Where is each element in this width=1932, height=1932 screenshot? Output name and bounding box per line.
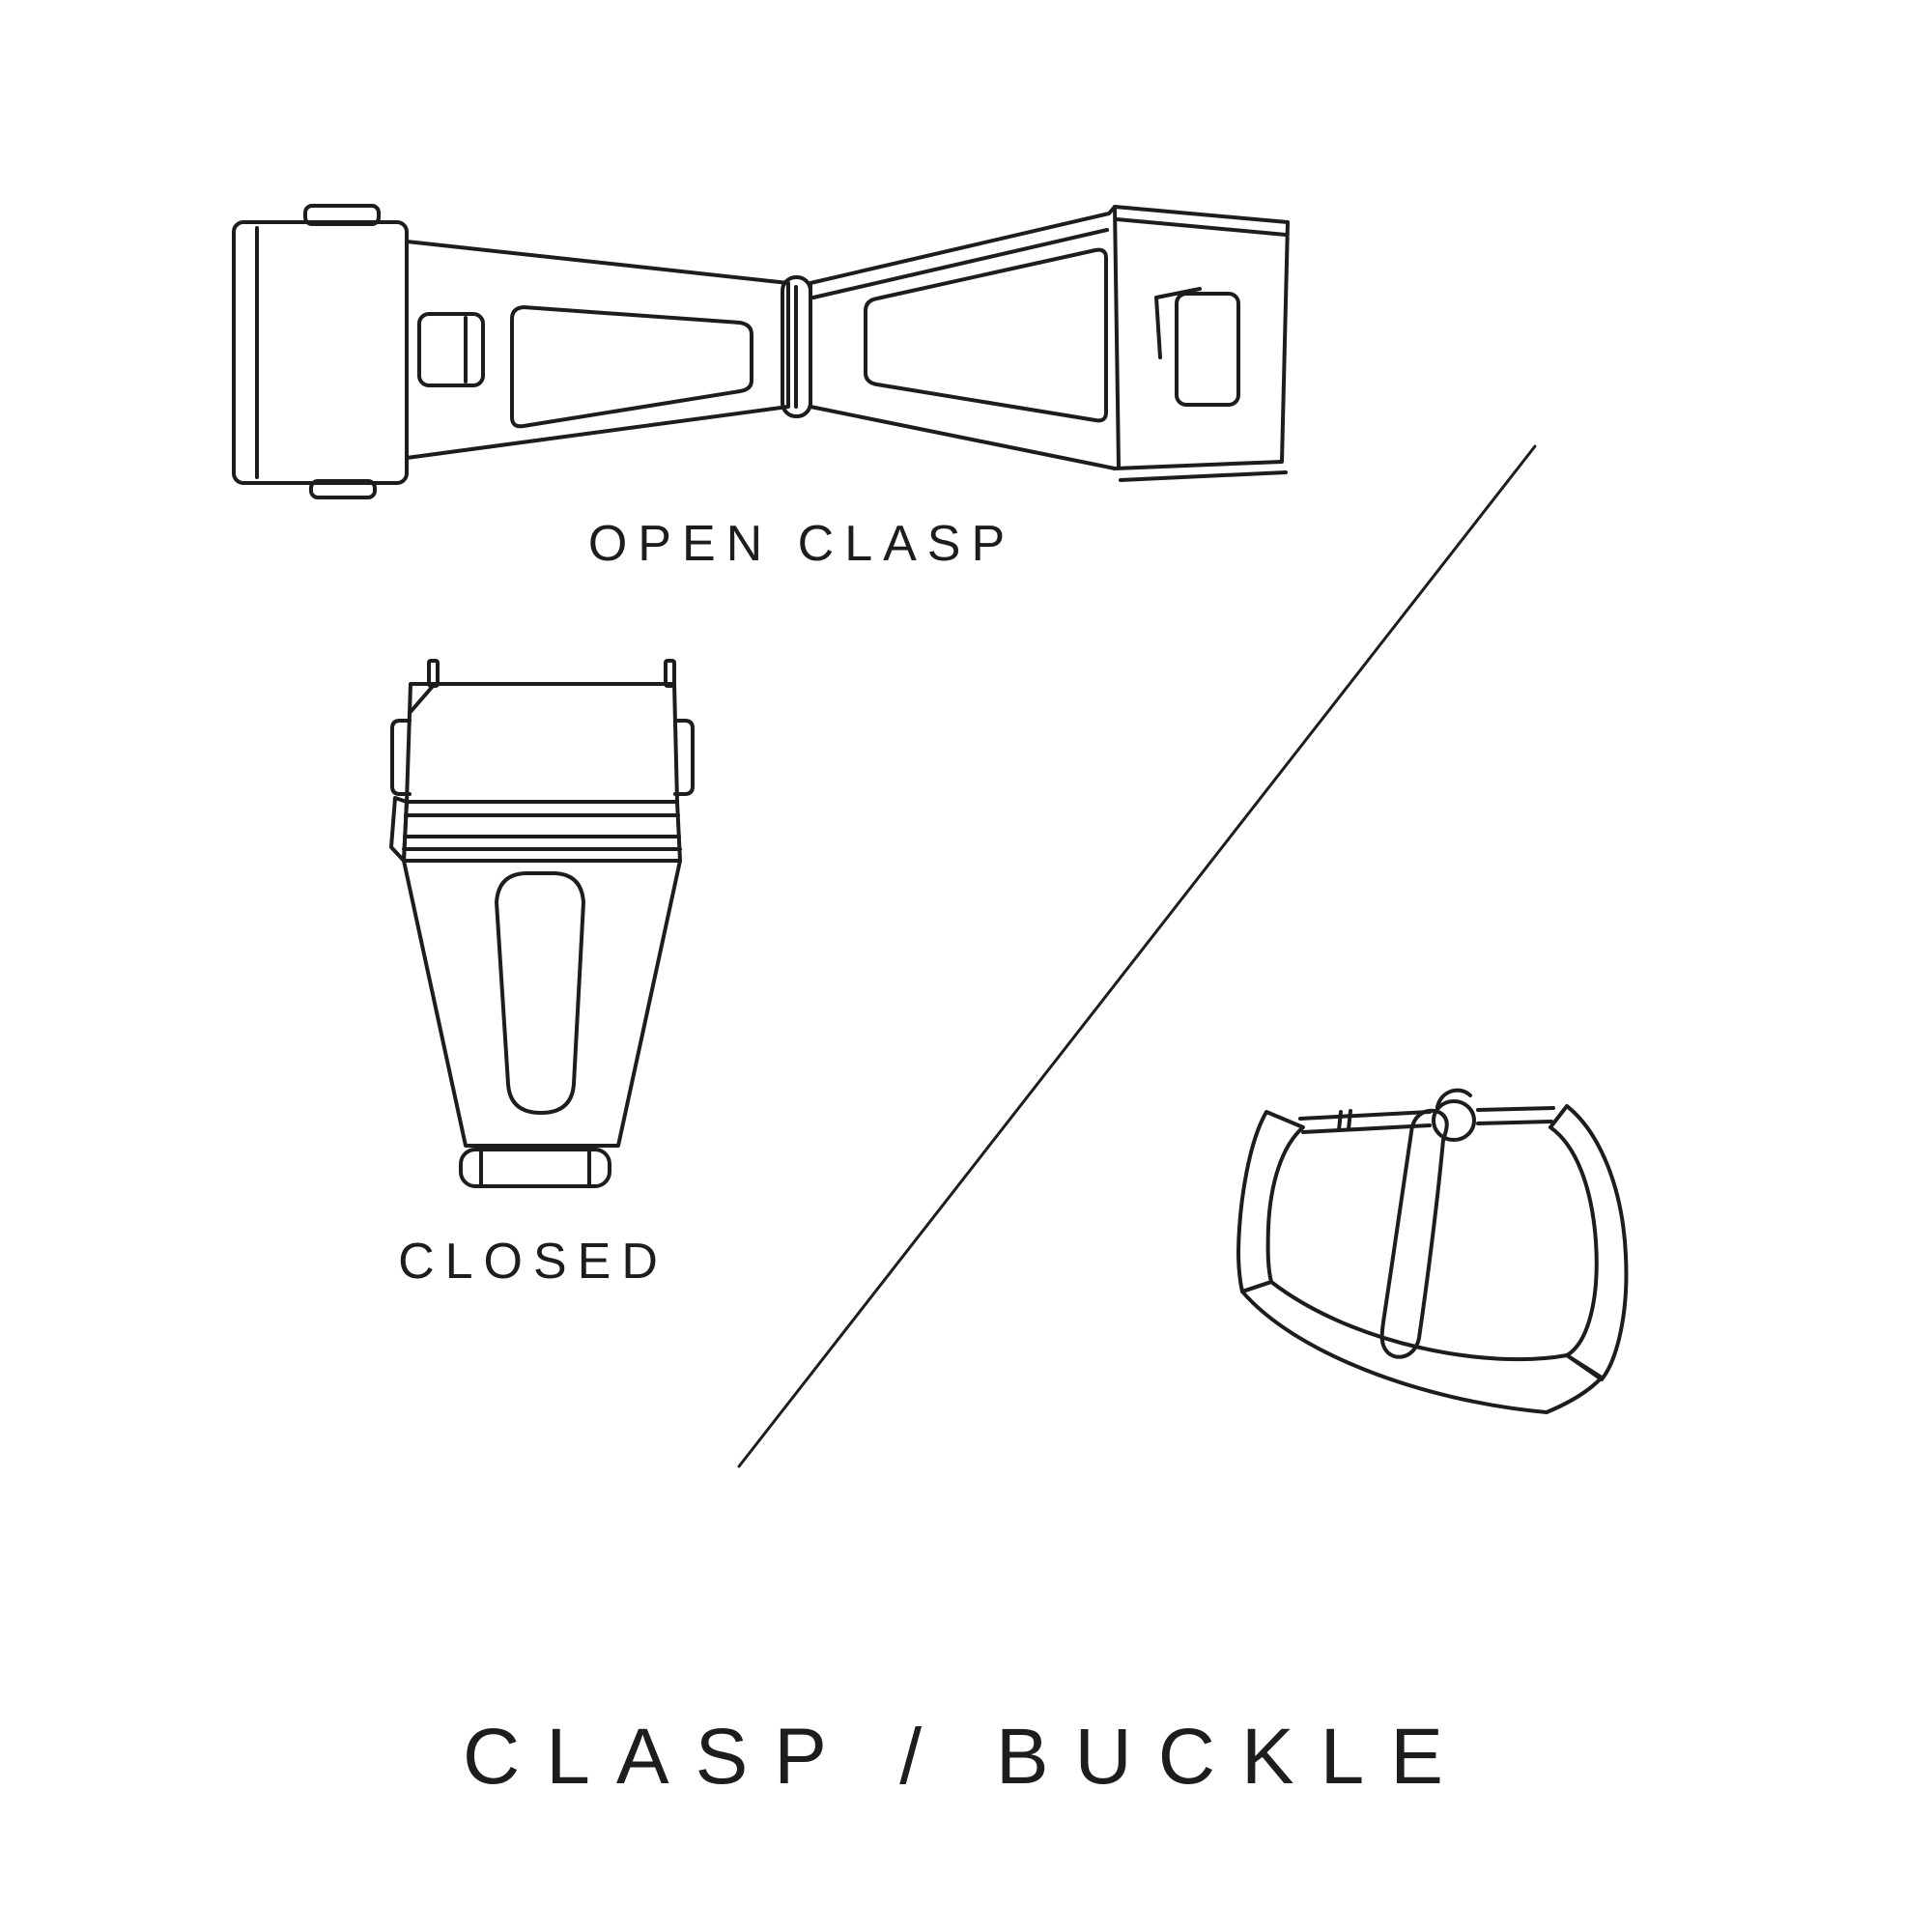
divider-line	[737, 444, 1537, 1468]
open-clasp-bottom-tab	[309, 479, 377, 499]
closed-label: CLOSED	[398, 1234, 668, 1290]
buckle-bar-bottom-right	[1476, 1120, 1553, 1125]
diagonal-divider-line	[737, 444, 1537, 1468]
closed-clasp-left-tab	[390, 719, 412, 796]
open-clasp-right-blade	[809, 205, 1290, 470]
open-clasp-catch-hook	[1154, 287, 1202, 359]
open-clasp-illustration	[232, 204, 1290, 499]
open-clasp-catch-hole	[1175, 292, 1240, 407]
buckle-hinge-tick-1	[1337, 1110, 1343, 1132]
closed-clasp-band	[402, 800, 682, 863]
closed-clasp-body-inner	[495, 871, 585, 1115]
buckle-hinge-tick-2	[1347, 1109, 1352, 1131]
closed-clasp-band-left-facet	[389, 796, 409, 863]
buckle-frame-bottom	[1240, 1280, 1604, 1414]
closed-clasp-base	[459, 1148, 611, 1188]
open-clasp-right-blade-inner	[864, 247, 1108, 423]
open-clasp-end-top-edge	[1115, 217, 1288, 237]
closed-clasp-illustration	[389, 659, 695, 1188]
closed-clasp-corner-facet	[408, 682, 437, 715]
buckle-frame-left	[1236, 1110, 1305, 1293]
open-clasp-button-recess	[417, 312, 485, 387]
buckle-frame-right	[1548, 1104, 1629, 1381]
buckle-bar-bottom-left	[1301, 1123, 1432, 1134]
open-clasp-left-blade	[405, 240, 790, 460]
open-clasp-left-blade-inner	[510, 305, 753, 429]
buckle-pin	[1379, 1108, 1449, 1359]
buckle-bar-top-left	[1298, 1110, 1432, 1121]
closed-clasp-body	[402, 859, 682, 1148]
closed-clasp-right-tab	[673, 719, 695, 796]
open-clasp-right-fold-line	[811, 228, 1109, 299]
open-clasp-end-separator	[1113, 205, 1121, 469]
open-clasp-label: OPEN CLASP	[587, 516, 1016, 572]
page-title: CLASP / BUCKLE	[463, 1713, 1469, 1801]
buckle-bar-top-right	[1476, 1106, 1555, 1112]
buckle-pin-loop	[1432, 1099, 1476, 1142]
buckle-illustration	[1236, 1088, 1629, 1414]
closed-clasp-top-cover	[405, 682, 679, 804]
open-clasp-top-tab	[303, 204, 381, 226]
open-clasp-end-bottom-edge	[1119, 470, 1288, 482]
open-clasp-left-cover	[232, 220, 409, 485]
buckle-pin-tail	[1435, 1088, 1472, 1109]
